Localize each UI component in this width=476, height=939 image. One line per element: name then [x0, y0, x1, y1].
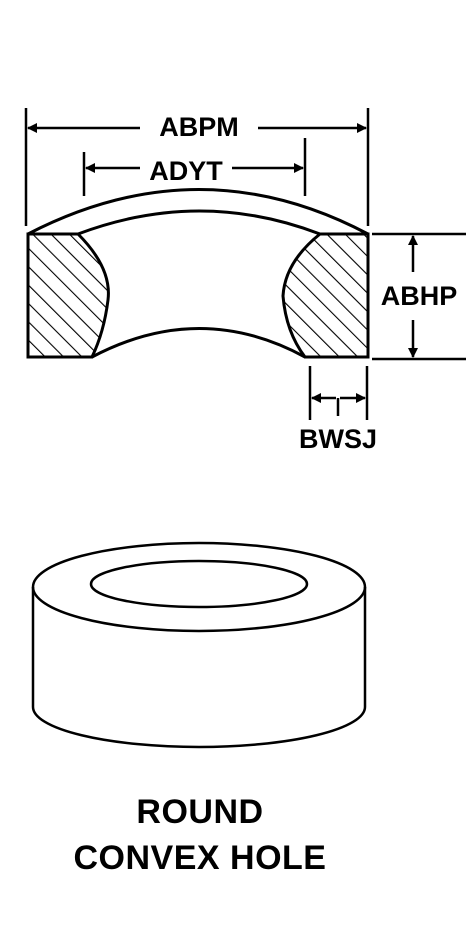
- dim-label-bwsj: BWSJ: [299, 424, 377, 454]
- cross-section-view: [26, 188, 370, 359]
- dim-label-abpm: ABPM: [159, 112, 239, 142]
- section-top-outline: [27, 188, 369, 236]
- iso-top-ellipse: [31, 541, 367, 633]
- iso-bottom-arc: [31, 706, 367, 749]
- caption-line-1: ROUND: [136, 793, 264, 831]
- section-bottom-outline: [91, 327, 306, 359]
- iso-hole-ellipse: [89, 559, 309, 609]
- dim-label-abhp: ABHP: [381, 281, 458, 311]
- section-left-hatch: [26, 232, 110, 359]
- caption-line-2: CONVEX HOLE: [73, 839, 327, 877]
- section-hole-top-edge: [77, 209, 321, 236]
- dimension-lines: [24, 108, 466, 420]
- dim-label-adyt: ADYT: [149, 156, 223, 186]
- section-right-hatch: [281, 232, 370, 359]
- isometric-view: [31, 541, 367, 749]
